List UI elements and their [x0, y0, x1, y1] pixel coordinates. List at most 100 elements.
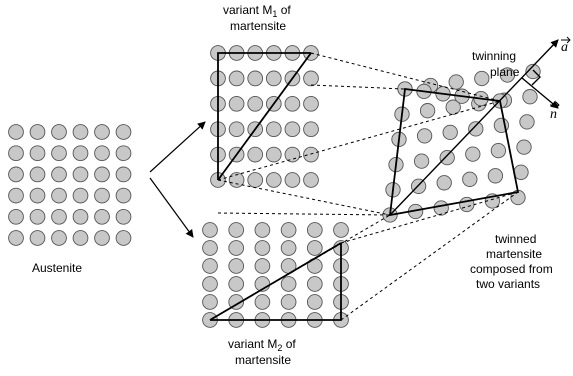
- atom: [436, 175, 452, 191]
- atom: [94, 187, 110, 204]
- atom: [462, 171, 478, 187]
- atom: [280, 294, 297, 310]
- atom: [247, 146, 264, 163]
- twinned-label-line4: two variants: [476, 277, 540, 291]
- variant-m2-label-line2: martensite: [235, 353, 291, 367]
- atom: [519, 114, 535, 130]
- atom: [465, 146, 481, 162]
- atom: [306, 276, 323, 292]
- atom: [487, 168, 504, 184]
- atom: [306, 222, 323, 238]
- atom: [468, 121, 484, 137]
- variant-m2-label: variant M2 of: [228, 337, 296, 353]
- vector-a-arrow-accent: [561, 36, 571, 44]
- variant-m1-label-line2: martensite: [230, 19, 286, 33]
- atom: [8, 230, 24, 246]
- austenite-lattice: [8, 124, 132, 246]
- atom: [254, 240, 271, 256]
- atom: [228, 240, 245, 256]
- atom: [303, 146, 319, 163]
- atom: [202, 294, 218, 310]
- atom: [228, 121, 245, 138]
- atom: [284, 95, 301, 112]
- atom: [228, 294, 245, 310]
- atom: [490, 142, 507, 159]
- atom: [228, 276, 245, 292]
- atom: [265, 146, 282, 163]
- vector-n-arrow-accent: [550, 101, 560, 109]
- atom: [29, 124, 46, 140]
- atom: [29, 230, 46, 246]
- atom: [115, 230, 132, 246]
- atom: [448, 74, 464, 90]
- atom: [228, 172, 245, 188]
- atom: [284, 146, 301, 163]
- atom: [29, 187, 46, 204]
- vector-a-label: a: [561, 40, 568, 55]
- atom: [303, 121, 319, 138]
- atom: [115, 187, 132, 204]
- atom: [94, 208, 110, 225]
- atom: [72, 145, 89, 162]
- atom: [254, 222, 271, 238]
- atom: [280, 240, 297, 256]
- atom: [228, 70, 245, 87]
- twinned-label-line3: composed from: [470, 262, 553, 276]
- twinning-plane-label-line2: plane: [490, 65, 520, 79]
- atom: [333, 222, 349, 238]
- atom: [8, 124, 24, 140]
- atom: [254, 294, 271, 310]
- atom: [413, 153, 430, 169]
- atom: [94, 230, 110, 246]
- atom: [474, 70, 490, 87]
- atom: [72, 124, 89, 140]
- atom: [51, 145, 67, 162]
- austenite-label: Austenite: [32, 261, 82, 275]
- atom: [29, 145, 46, 162]
- atom: [442, 124, 458, 141]
- atom: [280, 222, 297, 238]
- atom: [303, 70, 319, 87]
- variant-m1-cell: [217, 52, 312, 181]
- atom: [247, 172, 264, 188]
- atom: [265, 70, 282, 87]
- atom: [303, 95, 319, 112]
- atom: [280, 276, 297, 292]
- atom: [439, 149, 455, 166]
- atom: [525, 63, 541, 80]
- atom: [265, 172, 282, 188]
- twinning-plane-label: twinning: [472, 49, 516, 63]
- twinning-plane-line: [389, 39, 559, 216]
- atom: [265, 121, 282, 138]
- atom: [228, 222, 245, 238]
- atom: [8, 187, 24, 204]
- atom: [516, 139, 532, 155]
- atom: [8, 145, 24, 162]
- atom: [202, 240, 218, 256]
- transformation-arrows: [149, 121, 206, 238]
- atom: [306, 294, 323, 310]
- atom: [29, 166, 46, 183]
- vector-n-label: n: [550, 107, 557, 122]
- atom: [51, 187, 67, 204]
- atom: [115, 124, 132, 140]
- atom: [72, 166, 89, 183]
- atom: [94, 145, 110, 162]
- atom: [51, 124, 67, 140]
- normal-vector: [521, 69, 559, 109]
- atom: [284, 172, 301, 188]
- atom: [29, 208, 46, 225]
- atom: [419, 103, 436, 119]
- atom: [72, 187, 89, 204]
- atom: [228, 258, 245, 274]
- atom: [202, 276, 218, 292]
- atom: [115, 145, 132, 162]
- atom: [416, 128, 433, 144]
- variant-m2-lattice: [202, 222, 349, 328]
- atom: [522, 89, 538, 105]
- atom: [228, 95, 245, 112]
- atom: [202, 222, 218, 238]
- twinned-martensite-lattice: [382, 63, 541, 223]
- atom: [72, 208, 89, 225]
